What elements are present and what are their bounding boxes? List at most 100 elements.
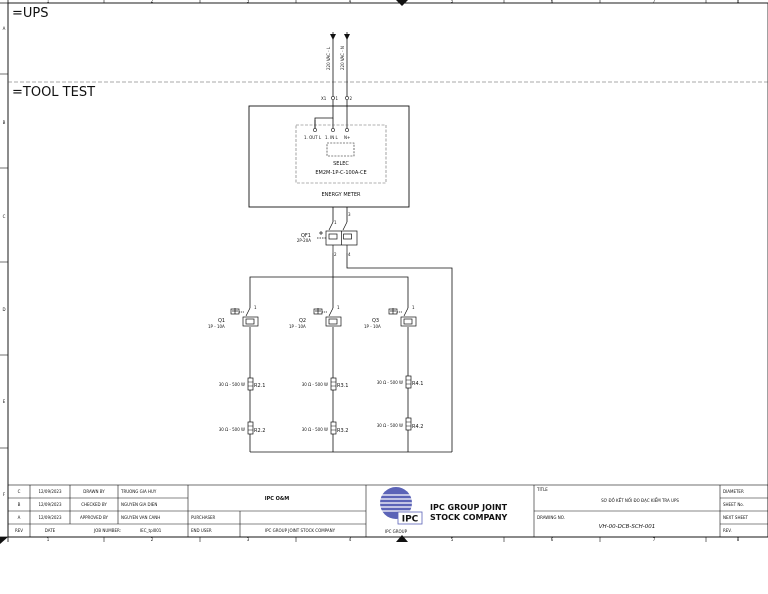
qf1-rating: 2P-20A: [297, 238, 311, 243]
rev-a-date: 12/09/2023: [38, 515, 62, 520]
drawing-no-label: DRAWING NO.: [537, 515, 565, 520]
purchaser-label: PURCHASER: [191, 515, 216, 520]
resistor-r3-2: [330, 421, 337, 435]
meter-enclosure: [248, 105, 410, 208]
terminal-pin-2: [345, 96, 349, 100]
terminal-pin-1-label: 1: [336, 96, 339, 101]
q3-name: Q3: [372, 318, 379, 324]
approved-by-name: NGUYEN VAN CANH: [121, 515, 160, 520]
row-letter: B: [3, 120, 6, 125]
main-breaker-qf1: [317, 221, 358, 253]
r3-2-label: R3.2: [337, 428, 348, 434]
meter-model-line2: EM2M-1P-C-100A-CE: [315, 170, 366, 176]
drawing-no-value: VH-00-DCB-SCH-001: [599, 524, 656, 530]
qf1-pin-1: 1: [334, 220, 337, 225]
sheet-frame: [0, 0, 768, 542]
company-name-line1: IPC GROUP JOINT: [430, 503, 508, 512]
top-center-marker: [396, 0, 408, 6]
arrow-n-icon: [344, 34, 350, 40]
col-number: 8: [737, 0, 740, 4]
terminal-pin-2-label: 2: [350, 96, 353, 101]
meter-model-line1: SELEC: [333, 161, 349, 167]
col-number: 8: [737, 537, 740, 542]
meter-display: [326, 142, 355, 157]
sheet-no-label: SHEET No.: [723, 502, 744, 507]
meter-feed-wires: [314, 100, 348, 128]
meter-terminal-n: [345, 128, 349, 132]
resistor-r2-2: [247, 421, 254, 435]
col-number: 1: [47, 0, 50, 4]
col-number: 3: [247, 537, 250, 542]
col-number: 2: [151, 0, 154, 4]
date-header: DATE: [45, 528, 56, 533]
r2-2-label: R2.2: [254, 428, 265, 434]
r4-1-label: R4.1: [412, 381, 423, 387]
rev-b: B: [18, 502, 21, 507]
bottom-center-marker: [396, 535, 408, 542]
r4-1-spec: 30 Ω - 500 W: [377, 380, 403, 385]
r4-2-label: R4.2: [412, 424, 423, 430]
job-number-label: JOB NUMBER:: [93, 528, 121, 533]
column-dividers: [103, 0, 707, 542]
supply-n-label: 220 VAC - N: [340, 46, 345, 70]
col-number: 3: [247, 0, 250, 4]
terminal-label: X1: [321, 96, 327, 101]
supply-wires: [332, 32, 348, 96]
branch-breaker-q3: [388, 307, 417, 327]
q1-name: Q1: [218, 318, 225, 324]
branch-breaker-q1: [230, 307, 259, 327]
logo-caption: IPC GROUP: [385, 529, 408, 534]
rev-c: C: [18, 489, 21, 494]
q2-rating: 1P - 10A: [289, 324, 306, 329]
drawn-by-label: DRAWN BY: [83, 489, 105, 494]
col-number: 7: [653, 0, 656, 4]
job-number-value: IEC_tpl001: [140, 528, 162, 533]
row-letter: D: [2, 307, 5, 312]
distribution-wires: [249, 253, 453, 453]
q1-pin: 1: [254, 305, 257, 310]
col-number: 1: [47, 537, 50, 542]
meter-to-qf1-wires: [314, 120, 348, 222]
row-letter: F: [3, 492, 6, 497]
qf1-name: QF1: [301, 233, 311, 239]
end-user-value: IPC GROUP JOINT STOCK COMPANY: [265, 528, 336, 533]
r3-1-spec: 30 Ω - 500 W: [302, 382, 328, 387]
energy-meter: [295, 124, 387, 184]
arrow-l-icon: [330, 34, 336, 40]
terminal-pin-1: [331, 96, 335, 100]
r2-2-spec: 30 Ω - 500 W: [219, 427, 245, 432]
meter-terminal-in: [331, 128, 335, 132]
col-number: 6: [551, 0, 554, 4]
q3-rating: 1P - 10A: [364, 324, 381, 329]
company-name-line2: STOCK COMPANY: [430, 513, 508, 522]
rev-header: REV: [15, 528, 23, 533]
meter-pin-in: 1. IN L: [325, 135, 339, 140]
section-title-tool-test: =TOOL TEST: [12, 85, 95, 100]
col-number: 5: [451, 537, 454, 542]
section-title-ups: =UPS: [12, 6, 49, 21]
drawn-by-name: TRUONG GIA HUY: [120, 489, 157, 494]
qf1-pin-3: 3: [348, 212, 351, 217]
rev-c-date: 12/09/2023: [38, 489, 62, 494]
r2-1-spec: 30 Ω - 500 W: [219, 382, 245, 387]
row-letter: C: [3, 214, 6, 219]
project-name: IPC O&M: [265, 496, 290, 502]
title-block: [7, 484, 768, 538]
resistor-r4-2: [405, 417, 412, 431]
supply-l-label: 220 VAC - L: [326, 46, 331, 70]
r4-2-spec: 30 Ω - 500 W: [377, 423, 403, 428]
r2-1-label: R2.1: [254, 383, 265, 389]
diameter-label: DIAMETER: [723, 489, 744, 494]
r3-1-label: R3.1: [337, 383, 348, 389]
meter-pin-out: 1. OUT L: [304, 135, 322, 140]
checked-by-name: NGUYEN GIA DIEN: [121, 502, 157, 507]
rev-a: A: [18, 515, 21, 520]
col-number: 5: [451, 0, 454, 4]
qf1-pin-2: 2: [334, 252, 337, 257]
r3-2-spec: 30 Ω - 500 W: [302, 427, 328, 432]
resistor-r4-1: [405, 375, 412, 389]
end-user-label: END USER: [191, 528, 212, 533]
col-number: 7: [653, 537, 656, 542]
title-label: TITLE: [536, 487, 548, 492]
